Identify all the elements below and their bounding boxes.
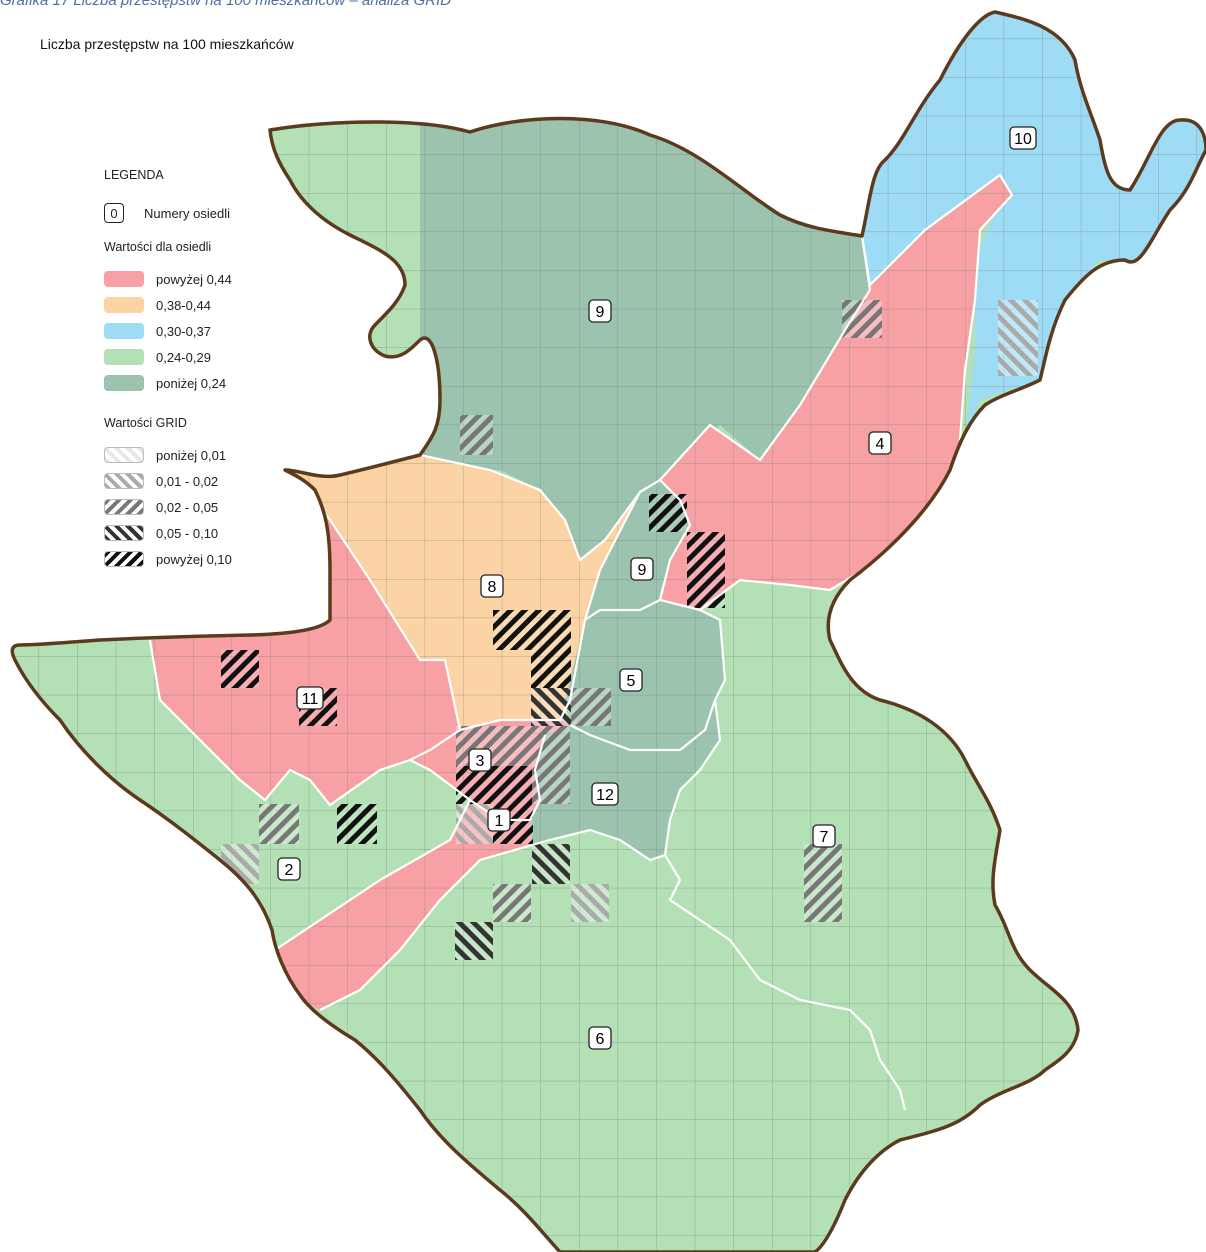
grid-class-swatch [104,551,144,567]
settlement-class-row: 0,30-0,37 [104,318,324,344]
grid-class-label: powyżej 0,10 [156,551,232,567]
settlement-class-swatch [104,271,144,287]
svg-text:1: 1 [495,813,504,830]
svg-text:8: 8 [488,579,497,596]
settlement-class-label: powyżej 0,44 [156,271,232,287]
label-8: 8 [480,574,504,598]
settlement-class-row: poniżej 0,24 [104,370,324,396]
svg-text:11: 11 [302,691,319,708]
settlement-labels: 10 9 4 9 8 5 11 3 12 1 7 2 6 [277,126,1037,1050]
grid-values-heading: Wartości GRID [104,416,187,430]
label-10: 10 [1009,126,1037,150]
label-1: 1 [487,808,511,832]
grid-class-swatch [104,525,144,541]
settlement-class-label: 0,30-0,37 [156,323,211,339]
legend-number-row: 0 Numery osiedli [104,200,324,226]
svg-text:12: 12 [596,787,614,804]
settlement-boundaries [148,173,1014,1111]
settlement-class-swatch [104,323,144,339]
number-sample-box: 0 [104,203,124,223]
label-3: 3 [468,748,492,772]
grid-class-list: poniżej 0,01 0,01 - 0,02 0,02 - 0,05 0,05 -… [104,442,324,572]
svg-text:3: 3 [476,753,485,770]
settlement-class-list: powyżej 0,44 0,38-0,44 0,30-0,37 0,24-0,29 p… [104,266,324,396]
grid-class-label: 0,05 - 0,10 [156,525,219,541]
settlement-class-swatch [104,349,144,365]
label-7: 7 [812,824,836,848]
city-boundary [10,10,1206,1252]
settlement-class-row: 0,38-0,44 [104,292,324,318]
grid-class-row: powyżej 0,10 [104,546,324,572]
grid-class-swatch [104,447,144,463]
label-12: 12 [591,782,619,806]
settlement-class-swatch [104,297,144,313]
map-title: Liczba przestępstw na 100 mieszkańców [40,36,294,52]
label-9-middle: 9 [630,557,654,581]
grid-class-label: 0,02 - 0,05 [156,499,219,515]
grid-class-row: 0,01 - 0,02 [104,468,324,494]
settlement-class-row: 0,24-0,29 [104,344,324,370]
settlement-class-swatch [104,375,144,391]
label-5: 5 [619,668,643,692]
svg-text:6: 6 [596,1031,605,1048]
label-9-north: 9 [588,299,612,323]
label-11: 11 [296,686,324,710]
settlement-values-heading: Wartości dla osiedli [104,240,212,254]
svg-text:9: 9 [638,562,647,579]
grid-hatched-cells [221,300,1038,960]
svg-text:2: 2 [285,862,294,879]
svg-text:7: 7 [820,829,829,846]
label-2: 2 [277,857,301,881]
settlement-class-label: poniżej 0,24 [156,375,227,391]
settlement-class-label: 0,24-0,29 [156,349,211,365]
label-6: 6 [588,1026,612,1050]
svg-text:10: 10 [1014,131,1032,148]
grid-class-swatch [104,473,144,489]
svg-text:4: 4 [876,436,885,453]
grid-class-label: 0,01 - 0,02 [156,473,219,489]
grid-class-row: 0,05 - 0,10 [104,520,324,546]
grid-class-row: 0,02 - 0,05 [104,494,324,520]
label-4: 4 [868,431,892,455]
legend-heading: LEGENDA [104,168,164,182]
settlement-class-label: 0,38-0,44 [156,297,211,313]
number-label: Numery osiedli [144,205,230,221]
settlement-class-row: powyżej 0,44 [104,266,324,292]
grid-class-swatch [104,499,144,515]
svg-text:5: 5 [627,673,636,690]
grid-class-row: poniżej 0,01 [104,442,324,468]
grid-class-label: poniżej 0,01 [156,447,227,463]
svg-text:9: 9 [596,304,605,321]
figure-caption: Grafika 17 Liczba przestępstw na 100 mie… [0,0,452,9]
map-legend: LEGENDA 0 Numery osiedli Wartości dla os… [104,168,324,572]
